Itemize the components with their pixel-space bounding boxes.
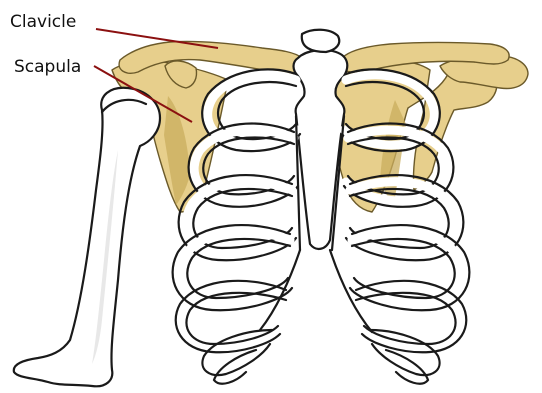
clavicle-label: Clavicle bbox=[10, 12, 76, 32]
humerus bbox=[14, 88, 160, 387]
label-clavicle: Clavicle bbox=[10, 12, 218, 48]
sternum bbox=[294, 30, 348, 249]
scapula-label: Scapula bbox=[14, 57, 81, 77]
